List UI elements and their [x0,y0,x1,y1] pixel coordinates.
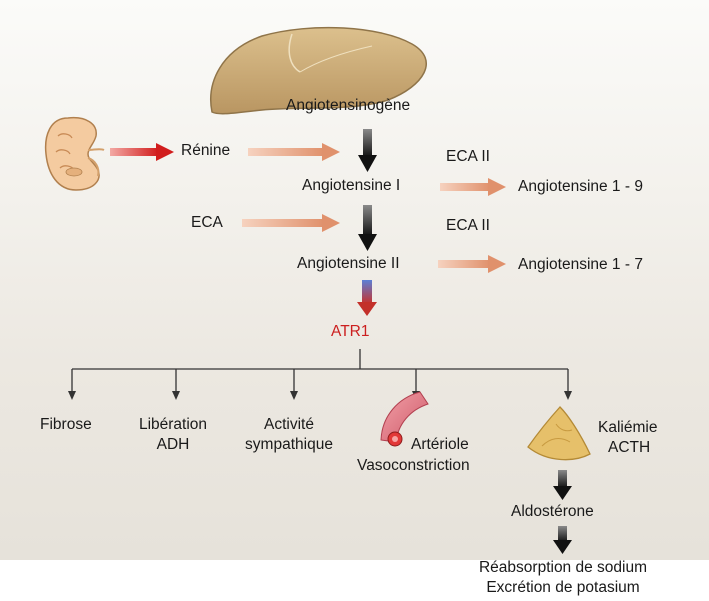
label-vasoconstriction: Vasoconstriction [357,457,470,474]
label-adh: ADH [156,436,190,453]
arrow-kidney-to-renin [110,143,174,161]
adrenal-gland-illustration [527,406,591,461]
arrow-renin-to-ang-axis [248,143,340,161]
label-sympathique: sympathique [245,436,333,453]
label-activite: Activité [264,416,314,433]
arrow-ang2-to-atr1 [357,280,377,316]
label-aldosterone: Aldostérone [511,503,594,520]
label-fibrose: Fibrose [40,416,92,433]
label-angiotensin-1-7: Angiotensine 1 - 7 [518,256,643,273]
label-eca2-mid: ECA II [446,217,490,234]
label-angiotensinogen: Angiotensinogène [286,97,411,114]
arteriole-illustration [380,391,429,447]
arrow-angiotensinogen-to-ang1 [358,129,377,172]
label-renin: Rénine [181,142,231,159]
arrow-ang1-to-ang2 [358,205,377,251]
label-excretion: Excrétion de potasium [486,579,640,596]
arrow-eca-to-ang-axis [242,214,340,232]
arrow-aldosterone-to-reabsorption [553,526,572,554]
label-kaliemie: Kaliémie [598,419,658,436]
liver-illustration [210,26,427,115]
label-eca2-top: ECA II [446,148,490,165]
kidney-illustration [44,116,105,191]
label-atr1: ATR1 [331,323,370,340]
effects-tree [68,349,572,400]
label-angiotensin-2: Angiotensine II [297,255,400,272]
label-acth: ACTH [608,439,651,456]
label-angiotensin-1: Angiotensine I [302,177,401,194]
arrow-ang2-to-ang1-7 [438,255,506,273]
label-arteriole: Artériole [411,436,469,453]
arrow-ang1-to-ang1-9 [440,178,506,196]
label-eca: ECA [191,214,223,231]
label-liberation: Libération [138,416,208,433]
arrow-adrenal-to-aldosterone [553,470,572,500]
label-reabsorption: Réabsorption de sodium [478,559,648,576]
label-angiotensin-1-9: Angiotensine 1 - 9 [518,178,643,195]
